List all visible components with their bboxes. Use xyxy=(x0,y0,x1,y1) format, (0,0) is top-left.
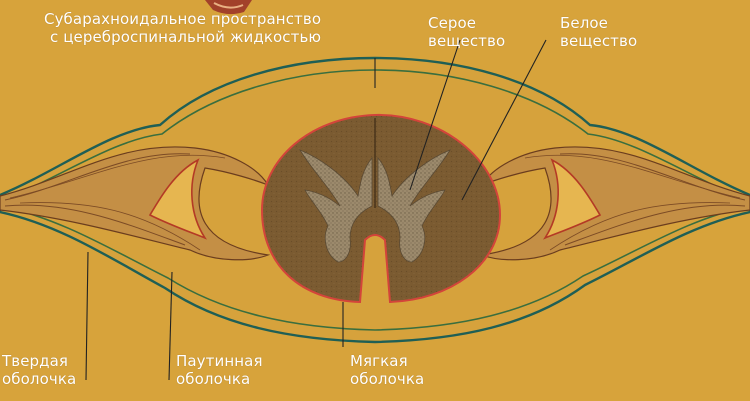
label-arachnoid-line2: оболочка xyxy=(176,370,263,388)
label-gray-matter-line2: вещество xyxy=(428,32,505,50)
label-gray-matter: Серое вещество xyxy=(428,14,505,50)
leader-dura xyxy=(86,252,88,380)
label-pia-mater: Мягкая оболочка xyxy=(350,352,424,388)
label-dura-line1: Твердая xyxy=(2,352,76,370)
label-white-matter: Белое вещество xyxy=(560,14,637,50)
label-arachnoid-mater: Паутинная оболочка xyxy=(176,352,263,388)
label-dura-mater: Твердая оболочка xyxy=(2,352,76,388)
label-pia-line2: оболочка xyxy=(350,370,424,388)
label-subarachnoid-line2: с цереброспинальной жидкостью xyxy=(44,28,321,46)
label-subarachnoid-line1: Субарахноидальное пространство xyxy=(44,10,321,28)
label-subarachnoid-space: Субарахноидальное пространство с церебро… xyxy=(44,10,321,46)
label-pia-line1: Мягкая xyxy=(350,352,424,370)
label-white-matter-line2: вещество xyxy=(560,32,637,50)
label-arachnoid-line1: Паутинная xyxy=(176,352,263,370)
label-white-matter-line1: Белое xyxy=(560,14,637,32)
label-dura-line2: оболочка xyxy=(2,370,76,388)
label-gray-matter-line1: Серое xyxy=(428,14,505,32)
